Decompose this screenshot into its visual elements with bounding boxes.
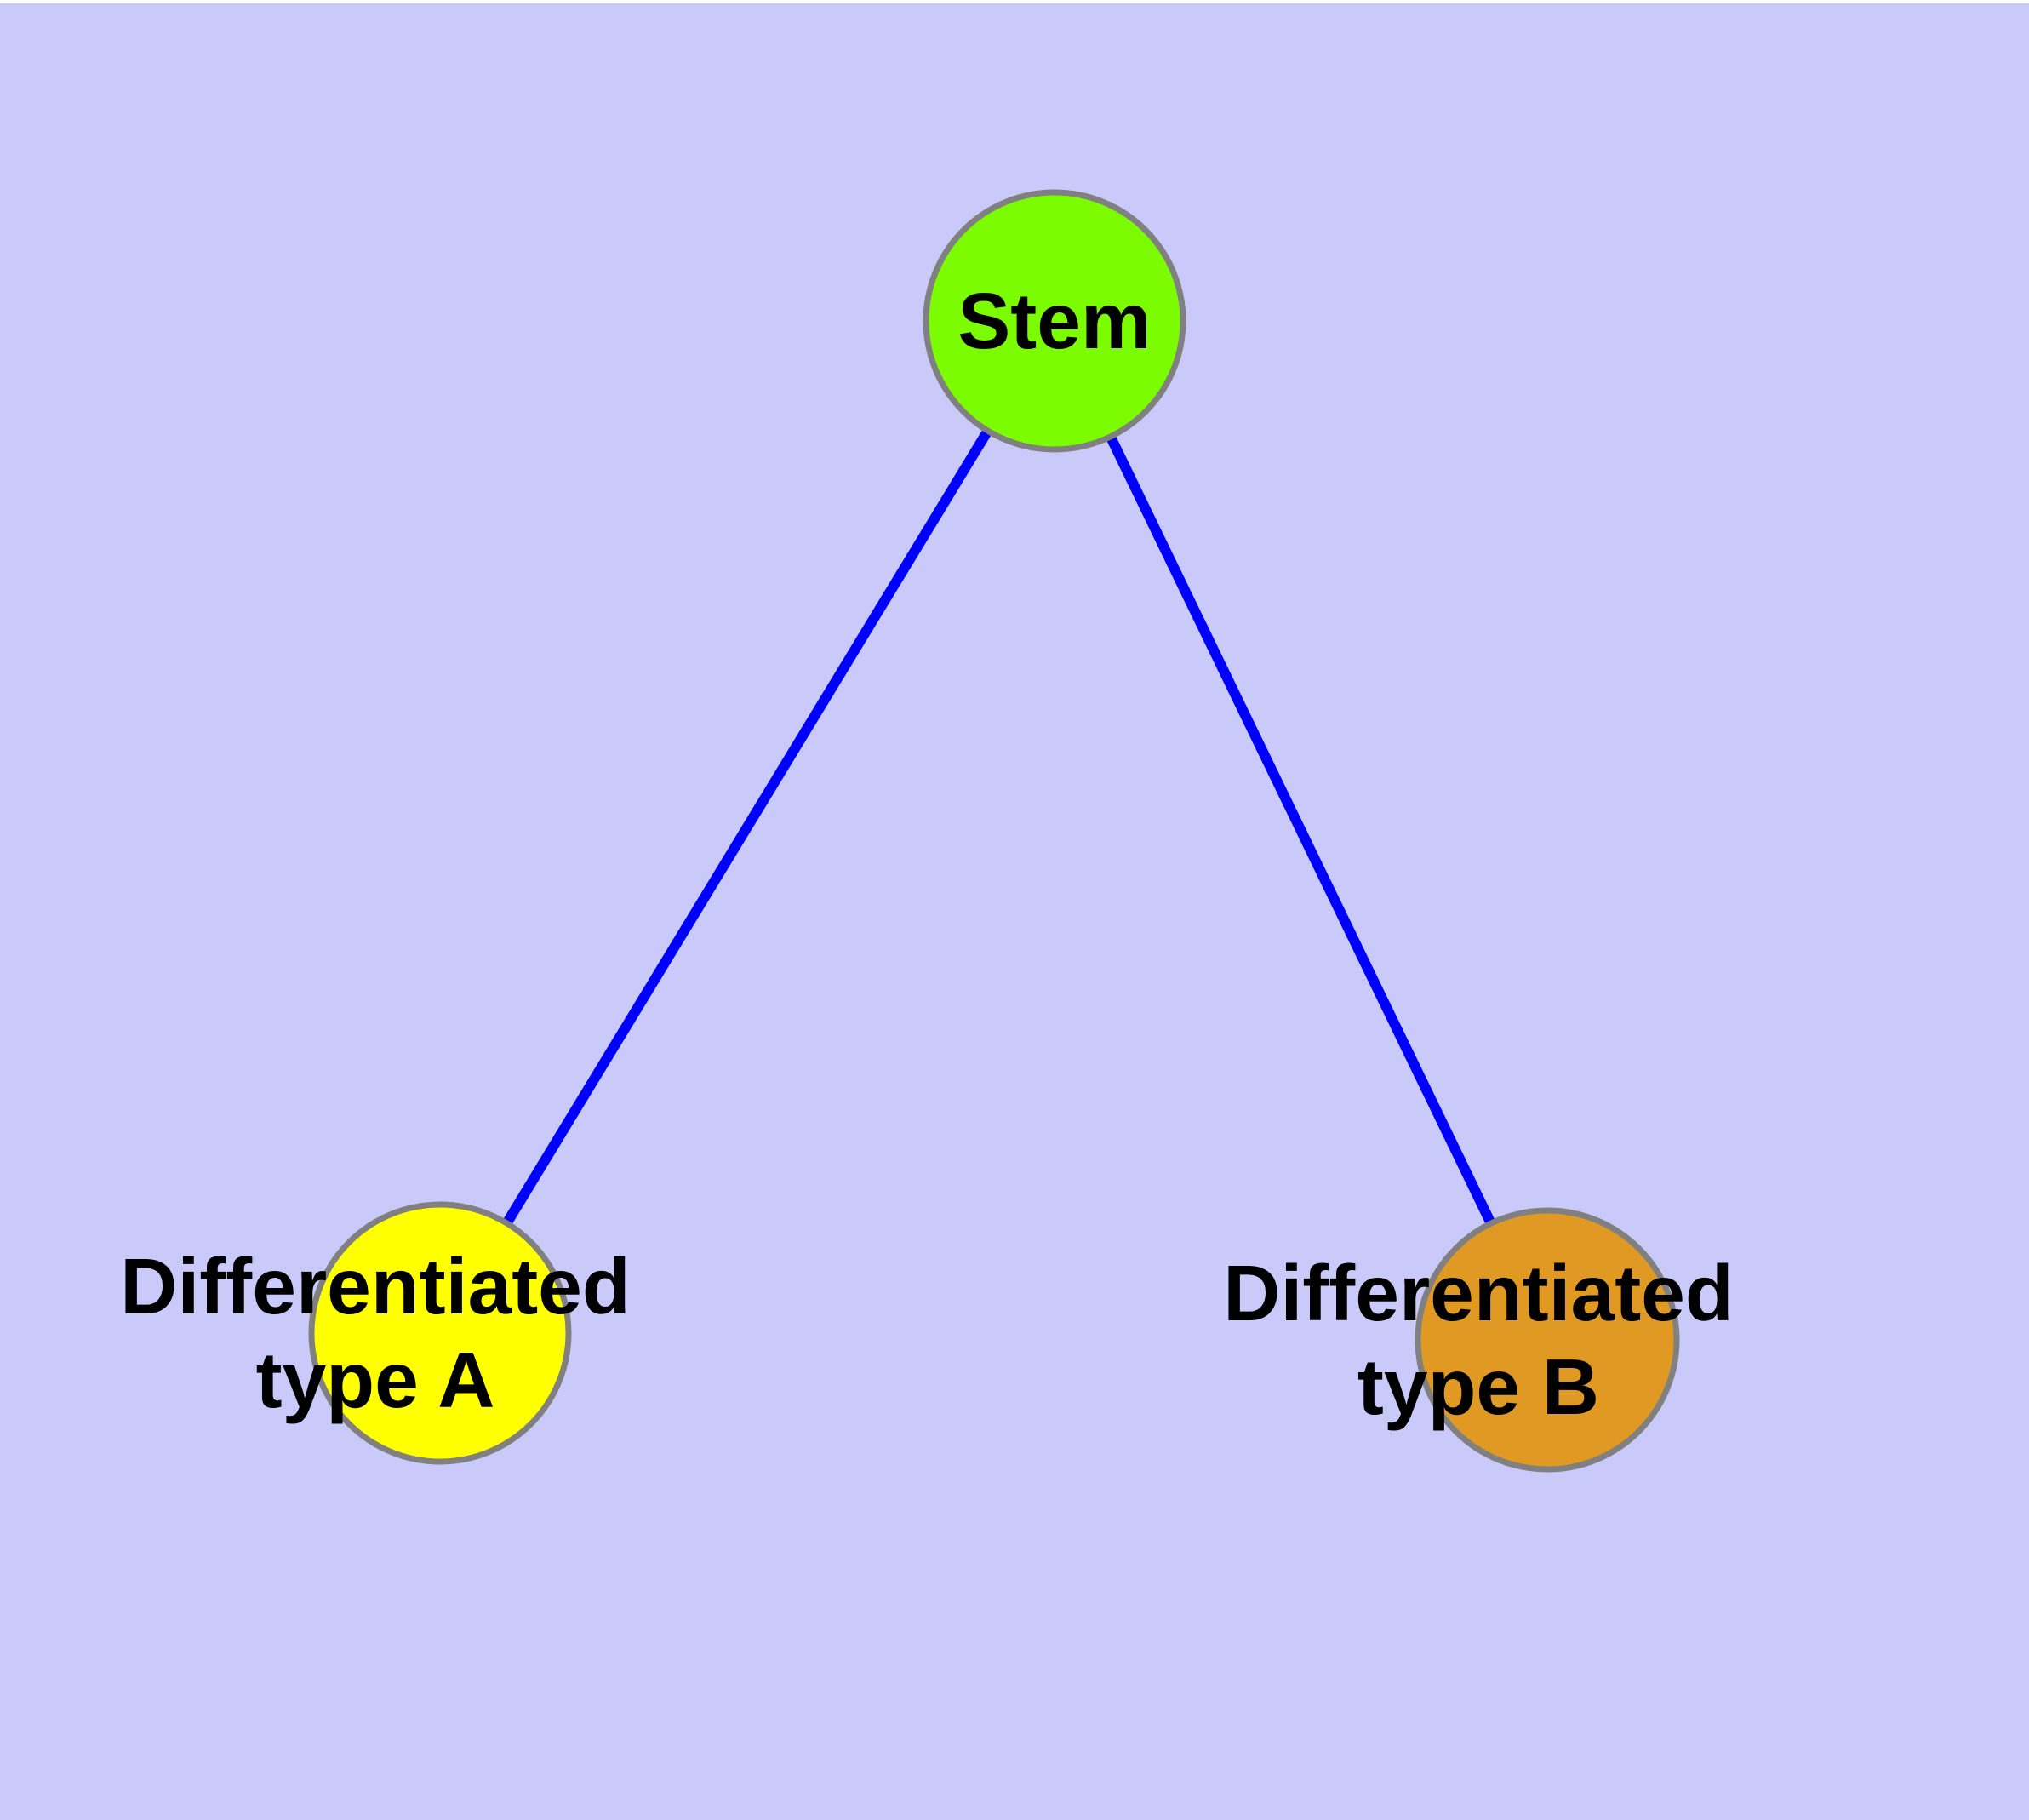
node-layer [308, 189, 1680, 1473]
node-differentiated-type-a[interactable] [308, 1201, 572, 1465]
node-differentiated-type-b-label: Differentiated type B [1223, 1249, 1733, 1431]
node-stem-label: Stem [957, 277, 1151, 365]
node-label-layer: Stem Differentiated type A Differentiate… [120, 277, 1733, 1431]
node-differentiated-type-a-circle[interactable] [308, 1201, 572, 1465]
node-differentiated-type-a-label-line2: type A [256, 1336, 495, 1424]
node-stem[interactable] [923, 189, 1186, 453]
edge-layer [435, 318, 1552, 1342]
edge-stem-to-differentiated-type-b[interactable] [1049, 318, 1552, 1342]
node-stem-circle[interactable] [923, 189, 1186, 453]
node-differentiated-type-b-label-line1: Differentiated [1223, 1249, 1733, 1337]
edge-stem-to-differentiated-type-a[interactable] [435, 318, 1060, 1336]
node-differentiated-type-b-circle[interactable] [1415, 1207, 1680, 1473]
node-differentiated-type-a-label-line1: Differentiated [120, 1242, 630, 1331]
node-differentiated-type-b[interactable] [1415, 1207, 1680, 1473]
node-differentiated-type-b-label-line2: type B [1357, 1342, 1599, 1431]
node-differentiated-type-a-label: Differentiated type A [120, 1242, 630, 1424]
